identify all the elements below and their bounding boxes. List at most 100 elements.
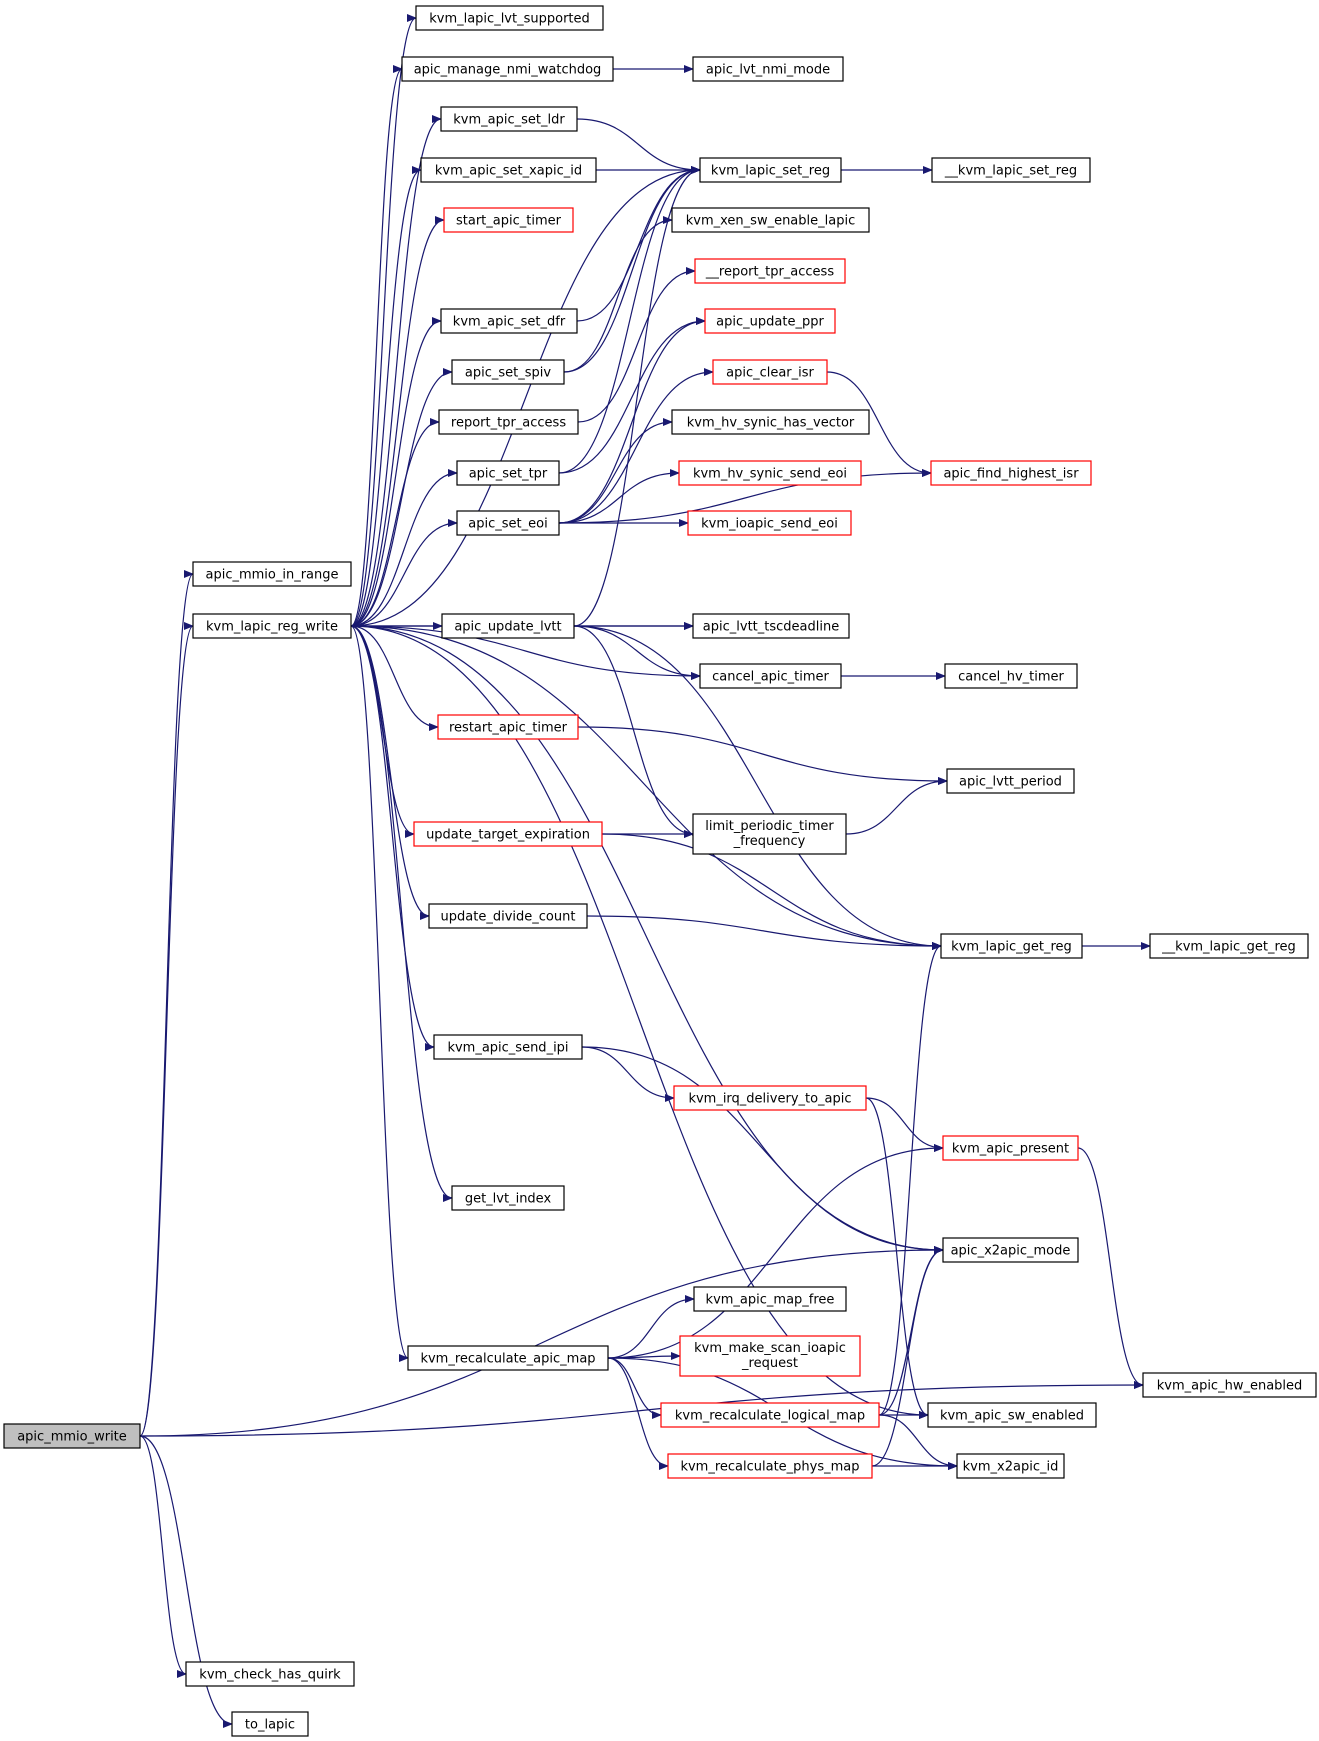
node-kvm-apic-set-dfr[interactable]: kvm_apic_set_dfr xyxy=(440,308,578,334)
node-box[interactable] xyxy=(456,460,560,486)
node-update-target-expiration[interactable]: update_target_expiration xyxy=(413,821,603,847)
node-box[interactable] xyxy=(671,409,870,435)
node-box[interactable] xyxy=(942,1237,1079,1263)
node-kvm-apic-send-ipi[interactable]: kvm_apic_send_ipi xyxy=(433,1034,583,1060)
node-kvm-xen-sw-enable-lapic[interactable]: kvm_xen_sw_enable_lapic xyxy=(671,207,870,233)
node-box[interactable] xyxy=(712,359,828,385)
node-box[interactable] xyxy=(673,1085,867,1111)
node-apic-mmio-write[interactable]: apic_mmio_write xyxy=(3,1423,141,1449)
node-kvm-lapic-reg-write[interactable]: kvm_lapic_reg_write xyxy=(192,613,352,639)
node-to-lapic[interactable]: to_lapic xyxy=(231,1711,309,1737)
node-box[interactable] xyxy=(185,1661,355,1687)
node-kvm-hv-synic-has-vector[interactable]: kvm_hv_synic_has_vector xyxy=(671,409,870,435)
node-kvm-irq-delivery-to-apic[interactable]: kvm_irq_delivery_to_apic xyxy=(673,1085,867,1111)
node-box[interactable] xyxy=(231,1711,309,1737)
node-box[interactable] xyxy=(956,1453,1065,1479)
node-box[interactable] xyxy=(944,663,1078,689)
node-box[interactable] xyxy=(699,663,842,689)
node-kvm-lapic-lvt-supported[interactable]: kvm_lapic_lvt_supported xyxy=(415,5,604,31)
node-apic-manage-nmi-watchdog[interactable]: apic_manage_nmi_watchdog xyxy=(401,56,614,82)
node-kvm-apic-map-free[interactable]: kvm_apic_map_free xyxy=(693,1286,847,1312)
node-get-lvt-index[interactable]: get_lvt_index xyxy=(451,1185,565,1211)
node-box[interactable] xyxy=(192,561,352,587)
node-kvm-check-has-quirk[interactable]: kvm_check_has_quirk xyxy=(185,1661,355,1687)
node-box[interactable] xyxy=(441,613,575,639)
node-box[interactable] xyxy=(931,157,1091,183)
node-cancel-apic-timer[interactable]: cancel_apic_timer xyxy=(699,663,842,689)
node-apic-find-highest-isr[interactable]: apic_find_highest_isr xyxy=(930,460,1092,486)
node-report-tpr-access[interactable]: report_tpr_access xyxy=(438,409,579,435)
node-kvm-lapic-get-reg[interactable]: __kvm_lapic_get_reg xyxy=(1149,933,1309,959)
node-box[interactable] xyxy=(660,1402,880,1428)
node-box[interactable] xyxy=(940,933,1083,959)
node-box[interactable] xyxy=(401,56,614,82)
node-kvm-apic-sw-enabled[interactable]: kvm_apic_sw_enabled xyxy=(927,1402,1097,1428)
node-apic-update-lvtt[interactable]: apic_update_lvtt xyxy=(441,613,575,639)
node-box[interactable] xyxy=(927,1402,1097,1428)
node-box[interactable] xyxy=(438,409,579,435)
node-box[interactable] xyxy=(692,56,844,82)
node-box[interactable] xyxy=(433,1034,583,1060)
node-report-tpr-access[interactable]: __report_tpr_access xyxy=(694,258,846,284)
node-box[interactable] xyxy=(420,157,597,183)
node-box[interactable] xyxy=(1142,1372,1317,1398)
node-box[interactable] xyxy=(415,5,604,31)
node-box[interactable] xyxy=(3,1423,141,1449)
node-limit-periodic-timer-frequency[interactable]: limit_periodic_timer_frequency xyxy=(692,813,847,855)
node-kvm-recalculate-phys-map[interactable]: kvm_recalculate_phys_map xyxy=(667,1453,873,1479)
node-kvm-recalculate-logical-map[interactable]: kvm_recalculate_logical_map xyxy=(660,1402,880,1428)
node-box[interactable] xyxy=(694,258,846,284)
node-box[interactable] xyxy=(451,359,565,385)
node-box[interactable] xyxy=(687,510,852,536)
node-update-divide-count[interactable]: update_divide_count xyxy=(428,903,588,929)
node-apic-set-spiv[interactable]: apic_set_spiv xyxy=(451,359,565,385)
node-start-apic-timer[interactable]: start_apic_timer xyxy=(443,207,574,233)
node-box[interactable] xyxy=(1149,933,1309,959)
node-restart-apic-timer[interactable]: restart_apic_timer xyxy=(437,714,579,740)
node-box[interactable] xyxy=(679,1335,861,1377)
node-box[interactable] xyxy=(693,1286,847,1312)
node-box[interactable] xyxy=(413,821,603,847)
node-box[interactable] xyxy=(456,510,560,536)
node-kvm-lapic-get-reg[interactable]: kvm_lapic_get_reg xyxy=(940,933,1083,959)
node-apic-lvtt-tscdeadline[interactable]: apic_lvtt_tscdeadline xyxy=(692,613,850,639)
node-box[interactable] xyxy=(704,308,836,334)
node-box[interactable] xyxy=(428,903,588,929)
node-box[interactable] xyxy=(443,207,574,233)
node-box[interactable] xyxy=(667,1453,873,1479)
node-box[interactable] xyxy=(946,768,1075,794)
node-kvm-apic-hw-enabled[interactable]: kvm_apic_hw_enabled xyxy=(1142,1372,1317,1398)
node-box[interactable] xyxy=(692,813,847,855)
node-box[interactable] xyxy=(930,460,1092,486)
node-apic-lvt-nmi-mode[interactable]: apic_lvt_nmi_mode xyxy=(692,56,844,82)
node-apic-clear-isr[interactable]: apic_clear_isr xyxy=(712,359,828,385)
node-kvm-lapic-set-reg[interactable]: kvm_lapic_set_reg xyxy=(699,157,842,183)
node-kvm-hv-synic-send-eoi[interactable]: kvm_hv_synic_send_eoi xyxy=(678,460,862,486)
node-kvm-recalculate-apic-map[interactable]: kvm_recalculate_apic_map xyxy=(407,1345,609,1371)
node-cancel-hv-timer[interactable]: cancel_hv_timer xyxy=(944,663,1078,689)
node-box[interactable] xyxy=(451,1185,565,1211)
node-kvm-lapic-set-reg[interactable]: __kvm_lapic_set_reg xyxy=(931,157,1091,183)
node-box[interactable] xyxy=(440,106,578,132)
node-apic-lvtt-period[interactable]: apic_lvtt_period xyxy=(946,768,1075,794)
node-kvm-apic-present[interactable]: kvm_apic_present xyxy=(942,1135,1079,1161)
node-box[interactable] xyxy=(671,207,870,233)
node-box[interactable] xyxy=(437,714,579,740)
node-kvm-x2apic-id[interactable]: kvm_x2apic_id xyxy=(956,1453,1065,1479)
node-box[interactable] xyxy=(942,1135,1079,1161)
node-kvm-apic-set-xapic-id[interactable]: kvm_apic_set_xapic_id xyxy=(420,157,597,183)
node-box[interactable] xyxy=(678,460,862,486)
node-apic-x2apic-mode[interactable]: apic_x2apic_mode xyxy=(942,1237,1079,1263)
node-kvm-apic-set-ldr[interactable]: kvm_apic_set_ldr xyxy=(440,106,578,132)
node-kvm-ioapic-send-eoi[interactable]: kvm_ioapic_send_eoi xyxy=(687,510,852,536)
node-kvm-make-scan-ioapic-request[interactable]: kvm_make_scan_ioapic_request xyxy=(679,1335,861,1377)
node-box[interactable] xyxy=(192,613,352,639)
node-apic-set-eoi[interactable]: apic_set_eoi xyxy=(456,510,560,536)
node-box[interactable] xyxy=(692,613,850,639)
node-box[interactable] xyxy=(699,157,842,183)
node-apic-mmio-in-range[interactable]: apic_mmio_in_range xyxy=(192,561,352,587)
node-apic-update-ppr[interactable]: apic_update_ppr xyxy=(704,308,836,334)
node-box[interactable] xyxy=(407,1345,609,1371)
node-box[interactable] xyxy=(440,308,578,334)
node-apic-set-tpr[interactable]: apic_set_tpr xyxy=(456,460,560,486)
